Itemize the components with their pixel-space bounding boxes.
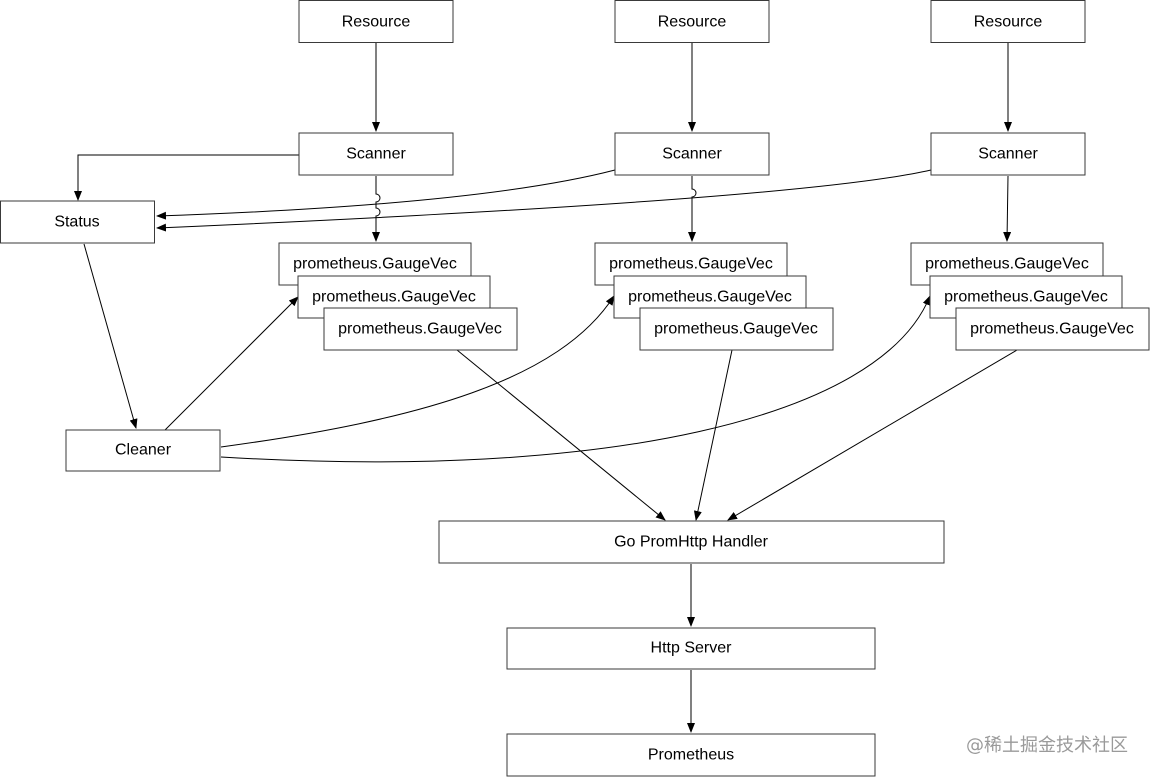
edge-cleaner-gauge3 — [220, 295, 931, 463]
gauge-label-2a: prometheus.GaugeVec — [609, 256, 773, 273]
scanner-node-3: Scanner — [930, 132, 1086, 176]
edge-scanner3-gauge3 — [1003, 175, 1012, 242]
prometheus-node: Prometheus — [506, 733, 876, 777]
edge-cleaner-gauge2 — [220, 295, 615, 448]
gauge-stack-3: prometheus.GaugeVec prometheus.GaugeVec … — [910, 242, 1150, 351]
cleaner-label: Cleaner — [115, 442, 172, 459]
edge-gauge2-handler — [693, 349, 733, 521]
gauge-label-3c: prometheus.GaugeVec — [970, 321, 1134, 338]
scanner-label-3: Scanner — [978, 146, 1038, 163]
scanner-node-2: Scanner — [614, 132, 770, 176]
resource-label-1: Resource — [342, 14, 411, 31]
handler-node: Go PromHttp Handler — [438, 520, 945, 564]
handler-label: Go PromHttp Handler — [614, 534, 769, 551]
prometheus-label: Prometheus — [648, 747, 734, 764]
gauge-stack-1: prometheus.GaugeVec prometheus.GaugeVec … — [278, 242, 518, 351]
edge-cleaner-gauge1 — [164, 296, 299, 431]
gauge-label-3a: prometheus.GaugeVec — [925, 256, 1089, 273]
scanner-label-2: Scanner — [662, 146, 722, 163]
scanner-label-1: Scanner — [346, 146, 406, 163]
edge-status-cleaner — [83, 243, 138, 429]
edge-scanner1-gauge1 — [372, 176, 381, 242]
edge-scanner2-gauge2 — [688, 176, 697, 242]
gauge-stack-2: prometheus.GaugeVec prometheus.GaugeVec … — [594, 242, 834, 351]
status-node: Status — [0, 200, 155, 244]
gauge-label-2c: prometheus.GaugeVec — [654, 321, 818, 338]
cleaner-node: Cleaner — [65, 429, 221, 472]
edges — [74, 43, 1018, 733]
edge-scanner1-status — [74, 154, 299, 201]
edge-gauge1-handler — [456, 349, 666, 521]
edge-gauge3-handler — [727, 349, 1018, 521]
watermark: @稀土掘金技术社区 — [966, 735, 1128, 756]
gauge-label-3b: prometheus.GaugeVec — [944, 289, 1108, 306]
resource-node-3: Resource — [930, 0, 1086, 43]
status-label: Status — [54, 214, 99, 231]
http-server-node: Http Server — [506, 627, 876, 670]
resource-label-3: Resource — [974, 14, 1043, 31]
gauge-label-1b: prometheus.GaugeVec — [312, 289, 476, 306]
resource-node-2: Resource — [614, 0, 770, 43]
gauge-label-2b: prometheus.GaugeVec — [628, 289, 792, 306]
resource-label-2: Resource — [658, 14, 727, 31]
edge-scanner3-status — [156, 169, 932, 232]
scanner-node-1: Scanner — [298, 132, 454, 176]
gauge-label-1c: prometheus.GaugeVec — [338, 321, 502, 338]
edge-scanner2-status — [156, 169, 616, 220]
http-server-label: Http Server — [651, 640, 733, 657]
gauge-label-1a: prometheus.GaugeVec — [293, 256, 457, 273]
resource-node-1: Resource — [298, 0, 454, 43]
